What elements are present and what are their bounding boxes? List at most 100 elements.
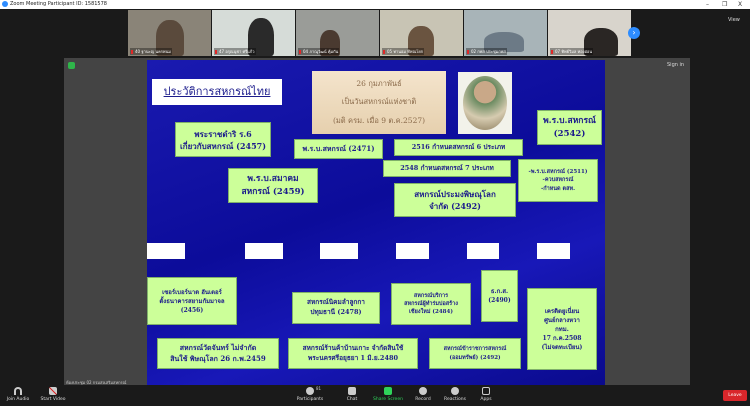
leave-button[interactable]: Leave [723,390,747,401]
minimize-button[interactable]: – [706,1,709,8]
join-audio-button[interactable]: Join Audio [0,387,38,402]
apps-label: Apps [480,397,492,402]
slide-text-line: (2542) [553,128,586,139]
timeline-marker [537,243,570,259]
slide-text-line: (2456) [180,306,204,314]
sharer-label: ห้องประชุม 02 กรมส่งเสริมสหกรณ์ [66,380,127,385]
timeline-marker [467,243,499,259]
slide-text-line: พระนครศรีอยุธยา 1 มิ.ย.2480 [307,353,399,362]
participant-name: 47 อรุณนุชา ศรีแก้ว [219,49,255,54]
slide-text-box: สหกรณ์วัดจันทร์ ไม่จำกัดสินใช้ พิษณุโลก … [157,338,279,369]
slide-text-line: 17 ก.ค.2508 [542,334,582,342]
national-day-box: 26 กุมภาพันธ์ เป็นวันสหกรณ์แห่งชาติ (มติ… [312,71,446,134]
slide-title: ประวัติการสหกรณ์ไทย [152,79,282,105]
participants-button[interactable]: Participants [290,387,330,402]
slide-text-line: ศูนย์กลางหวา [544,316,580,324]
next-page-button[interactable]: › [628,27,640,39]
slide-text-box: พ.ร.บ.สมาคมสหกรณ์ (2459) [228,168,318,203]
share-screen-button[interactable]: Share Screen [368,387,408,402]
zoom-logo-icon [2,1,8,7]
slide-text-line: (ออมทรัพย์) (2492) [449,354,501,361]
reactions-label: Reactions [444,397,466,402]
share-screen-icon [384,387,392,395]
apps-button[interactable]: Apps [466,387,506,402]
slide-text-box: สหกรณ์ข้าราชการสหกรณ์(ออมทรัพย์) (2492) [429,338,521,369]
participant-name: 04 ภาณุวัฒน์ คุ้มกัน [303,49,339,54]
national-day-line: 26 กุมภาพันธ์ [356,79,402,89]
slide-text-line: ตั้งธนาคารสยามกัมมาจล [159,297,225,305]
slide-text-line: ธ.ก.ส. [490,288,509,295]
slide-text-line: พ.ร.บ.สหกรณ์ (2471) [302,143,375,153]
slide-text-line: 2516 กำหนดสหกรณ์ 6 ประเภท [411,142,506,151]
slide-text-line: สหกรณ์บริการ [413,292,449,299]
slide-text-line: 2548 กำหนดสหกรณ์ 7 ประเภท [400,163,494,172]
sign-in-link[interactable]: Sign in [667,62,685,68]
participants-icon [306,387,314,395]
slide-text-line: เครดิตยูเนี่ยน [544,307,580,315]
participant-name: 05 ทานอม ทีพณโยก [387,49,424,54]
national-day-line: เป็นวันสหกรณ์แห่งชาติ [341,97,417,107]
participant-tile[interactable]: 07 ทิพย์วิมล ทองอ่อน [548,10,631,56]
participant-tile[interactable]: 05 ทานอม ทีพณโยก [380,10,463,56]
start-video-label: Start Video [40,397,66,402]
title-bar: Zoom Meeting Participant ID: 1581578 – ❐… [0,0,750,9]
participant-name: 02 กพส ประชุมกพส [471,49,506,54]
participant-tile[interactable]: 04 ภาณุวัฒน์ คุ้มกัน [296,10,379,56]
slide-text-line: เกี่ยวกับสหกรณ์ (2457) [179,140,267,151]
shield-icon [68,62,75,69]
slide-text-line: พ.ร.บ.สมาคม [247,173,299,184]
muted-mic-icon [383,50,385,54]
slide-text-box: พ.ร.บ.สหกรณ์(2542) [537,110,602,145]
timeline-marker [245,243,283,259]
king-portrait [458,72,512,134]
slide-text-line: สหกรณ์วัดจันทร์ ไม่จำกัด [179,343,257,352]
slide-text-line: สหกรณ์ข้าราชการสหกรณ์ [443,346,507,353]
slide-text-box: 2548 กำหนดสหกรณ์ 7 ประเภท [383,160,511,177]
slide-text-line: -กำหนด ตสท. [540,185,576,192]
window-title: Zoom Meeting Participant ID: 1581578 [10,1,107,7]
slide-text-line: -ควบสหกรณ์ [542,177,574,184]
start-video-button[interactable]: Start Video [33,387,73,402]
slide-text-line: สหกรณ์ประมงพิษณุโลก [414,189,496,199]
slide-text-line: -พ.ร.บ.สหกรณ์ (2511) [528,169,588,176]
slide-text-box: สหกรณ์ร้านค้าบ้านเกาะ จำกัดสินใช้พระนครศ… [288,338,418,369]
slide-text-line: สหกรณ์ผู้ทำร่มบ่อสร้าง [404,300,458,307]
slide-text-box: สหกรณ์นิคมลำลูกกาปทุมธานี (2478) [292,292,380,324]
video-gallery: 40 ฐานะญ นครพนม 47 อรุณนุชา ศรีแก้ว 04 ภ… [0,9,750,58]
muted-mic-icon [131,50,133,54]
slide-text-box: ธ.ก.ส.(2490) [481,270,518,322]
participant-tile[interactable]: 40 ฐานะญ นครพนม [128,10,211,56]
reactions-button[interactable]: Reactions [435,387,475,402]
close-button[interactable]: X [738,1,743,8]
participants-count: 81 [316,386,322,391]
maximize-button[interactable]: ❐ [722,1,728,8]
record-button[interactable]: Record [403,387,443,402]
chat-label: Chat [346,397,358,402]
slide-text-box: สหกรณ์ประมงพิษณุโลกจำกัด (2492) [394,183,516,217]
muted-mic-icon [551,50,553,54]
record-icon [419,387,427,395]
slide-text-box: 2516 กำหนดสหกรณ์ 6 ประเภท [394,139,523,156]
slide-text-line: เชียงใหม่ (2484) [409,309,453,316]
slide-text-box: พ.ร.บ.สหกรณ์ (2471) [294,139,383,159]
record-label: Record [415,397,431,402]
slide-text-line: สหกรณ์ร้านค้าบ้านเกาะ จำกัดสินใช้ [302,343,404,352]
participants-label: Participants [296,397,324,402]
chat-button[interactable]: Chat [332,387,372,402]
timeline-marker [396,243,429,259]
share-screen-label: Share Screen [373,397,403,402]
slide-text-box: สหกรณ์บริการสหกรณ์ผู้ทำร่มบ่อสร้างเชียงใ… [391,283,471,325]
join-audio-label: Join Audio [6,397,30,402]
participant-tile[interactable]: 02 กพส ประชุมกพส [464,10,547,56]
view-button[interactable]: View [728,17,740,23]
muted-mic-icon [299,50,301,54]
meeting-toolbar: Join Audio Start Video Participants 81 C… [0,385,750,406]
timeline-marker [320,243,358,259]
slide-text-line: เซอร์เบอร์นาด ฮันเตอร์ [162,288,222,296]
slide-text-box: -พ.ร.บ.สหกรณ์ (2511)-ควบสหกรณ์-กำหนด ตสท… [518,159,598,202]
headphones-icon [14,387,22,395]
participant-tile[interactable]: 47 อรุณนุชา ศรีแก้ว [212,10,295,56]
slide-text-line: กทม. [555,325,569,333]
muted-mic-icon [467,50,469,54]
